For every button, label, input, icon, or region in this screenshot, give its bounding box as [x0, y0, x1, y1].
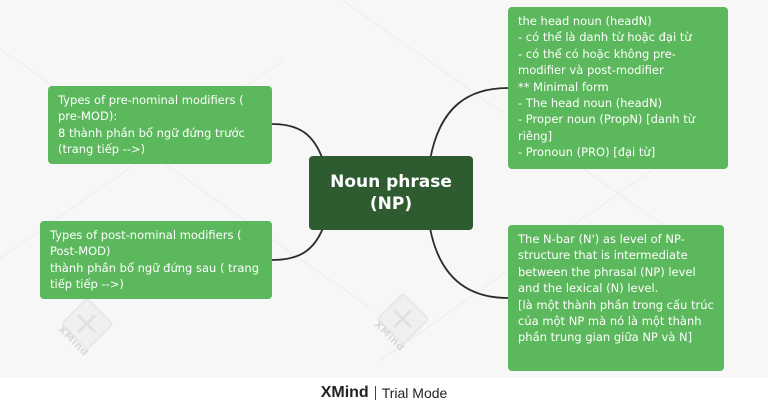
link-n-bar [429, 227, 509, 299]
mindmap-canvas[interactable]: XMind XMind Noun phrase (NP) the head no… [0, 0, 768, 378]
topic-n-bar[interactable]: The N-bar (N') as level of NP-structure … [508, 225, 724, 371]
trial-footer: XMind Trial Mode [0, 378, 768, 407]
xmind-logo-text: XMind [320, 383, 369, 401]
link-post-mod [271, 227, 324, 261]
topic-head-noun[interactable]: the head noun (headN) - có thể là danh t… [508, 7, 728, 169]
link-pre-mod [271, 123, 324, 161]
topic-post-mod[interactable]: Types of post-nominal modifiers ( Post-M… [40, 221, 272, 299]
link-head-noun [429, 87, 509, 161]
connector-lines [271, 87, 509, 299]
trial-mode-label: Trial Mode [381, 384, 448, 401]
central-topic-noun-phrase[interactable]: Noun phrase (NP) [309, 156, 473, 230]
topic-pre-mod[interactable]: Types of pre-nominal modifiers ( pre-MOD… [48, 86, 272, 164]
footer-divider [374, 385, 376, 400]
